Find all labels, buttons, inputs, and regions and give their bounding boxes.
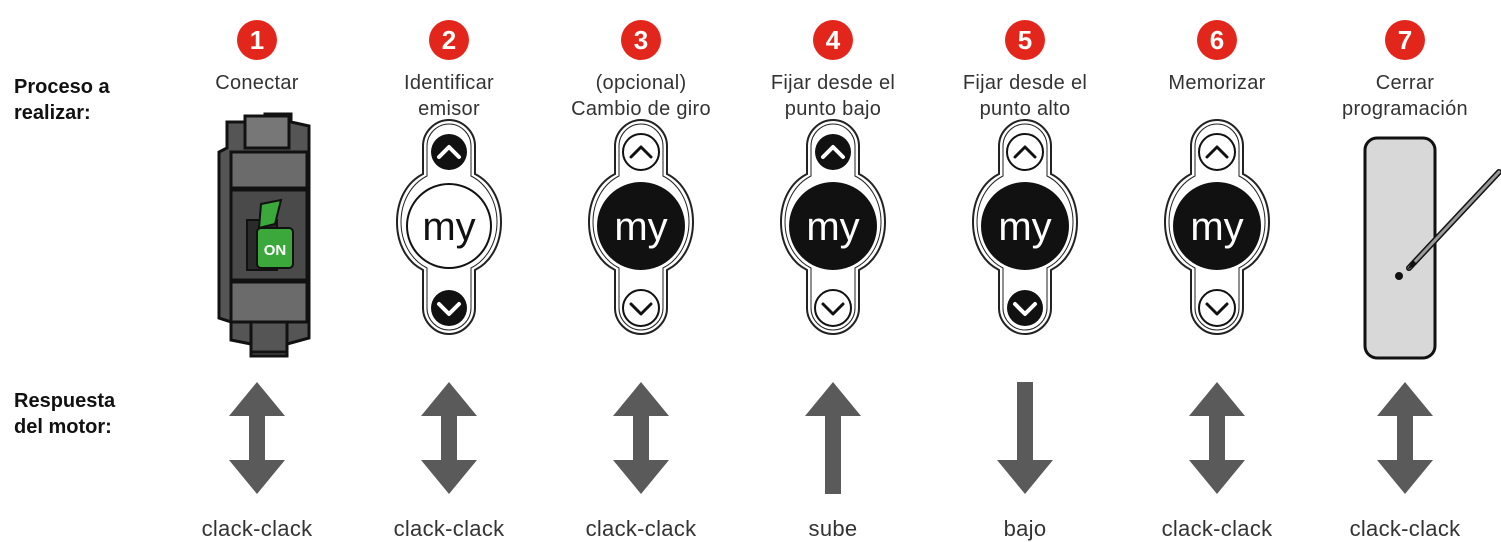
my-button-label: my (1190, 205, 1243, 249)
step-number-badge: 7 (1385, 20, 1425, 60)
step-number-badge: 4 (813, 20, 853, 60)
process-row-label: Proceso a realizar: (14, 74, 110, 126)
power-switch-icon: ON (161, 112, 353, 362)
up-down-arrow-icon (421, 382, 477, 494)
up-down-arrow-icon (1189, 382, 1245, 494)
up-down-arrow-icon (1377, 382, 1433, 494)
remote-control-icon: my (929, 112, 1121, 362)
my-button-label: my (806, 205, 859, 249)
response-row-label-line1: Respuesta (14, 390, 116, 412)
remote-control-icon: my (353, 112, 545, 362)
step-label-line1: Fijar desde el (770, 72, 896, 94)
step-5: 5 Fijar desde el punto alto my bajo (929, 0, 1121, 541)
response-row-label-line2: del motor: (14, 416, 112, 438)
my-button (406, 183, 492, 269)
step-label-line1: Memorizar (1168, 72, 1266, 94)
up-button (622, 133, 660, 171)
step-label: (opcional) Cambio de giro (545, 70, 737, 122)
step-label-line2: punto alto (979, 98, 1071, 120)
motor-response: clack-clack (201, 516, 313, 541)
my-button (789, 182, 877, 270)
down-button (431, 290, 467, 326)
step-3: 3 (opcional) Cambio de giro my clack-cla… (545, 0, 737, 541)
step-label: Fijar desde el punto bajo (737, 70, 929, 122)
my-button (981, 182, 1069, 270)
step-label-line1: Conectar (215, 72, 299, 94)
motor-response: bajo (1003, 516, 1047, 541)
up-arrow-icon (805, 382, 861, 494)
step-number-badge: 1 (237, 20, 277, 60)
switch-on-label: ON (264, 242, 287, 259)
step-1: 1 Conectar ON clack-clack (161, 0, 353, 541)
motor-response: clack-clack (393, 516, 505, 541)
step-6: 6 Memorizar my clack-clack (1121, 0, 1313, 541)
remote-back-pen-icon (1309, 112, 1501, 362)
up-button (1006, 133, 1044, 171)
step-label-line2: Cambio de giro (571, 98, 711, 120)
response-row-label: Respuesta del motor: (14, 388, 115, 440)
up-button (815, 134, 851, 170)
step-label-line2: emisor (418, 98, 480, 120)
down-arrow-icon (997, 382, 1053, 494)
step-2: 2 Identificar emisor my clack-clack (353, 0, 545, 541)
down-button (1198, 289, 1236, 327)
step-label: Identificar emisor (353, 70, 545, 122)
remote-control-icon: my (545, 112, 737, 362)
my-button (597, 182, 685, 270)
motor-response: clack-clack (1349, 516, 1461, 541)
step-label: Fijar desde el punto alto (929, 70, 1121, 122)
process-row-label-line2: realizar: (14, 102, 91, 124)
pen-icon (1407, 170, 1501, 270)
remote-control-icon: my (737, 112, 929, 362)
step-label: Memorizar (1121, 70, 1313, 96)
prog-button-dot (1395, 272, 1403, 280)
my-button-label: my (998, 205, 1051, 249)
my-button (1173, 182, 1261, 270)
remote-control-icon: my (1121, 112, 1313, 362)
step-4: 4 Fijar desde el punto bajo my sube (737, 0, 929, 541)
step-label-line2: programación (1342, 98, 1468, 120)
motor-response: clack-clack (1161, 516, 1273, 541)
motor-response: clack-clack (585, 516, 697, 541)
step-label-line1: Fijar desde el (962, 72, 1088, 94)
down-button (814, 289, 852, 327)
step-label: Conectar (161, 70, 353, 96)
my-button-label: my (614, 205, 667, 249)
up-button (431, 134, 467, 170)
down-button (1007, 290, 1043, 326)
my-button-label: my (422, 205, 475, 249)
motor-response: sube (808, 516, 858, 541)
remote-back-panel (1363, 136, 1437, 360)
up-down-arrow-icon (613, 382, 669, 494)
step-number-badge: 6 (1197, 20, 1237, 60)
up-button (1198, 133, 1236, 171)
step-7: 7 Cerrar programación clack-clack (1309, 0, 1501, 541)
step-label-line1: (opcional) (595, 72, 687, 94)
step-label: Cerrar programación (1309, 70, 1501, 122)
down-button (622, 289, 660, 327)
step-number-badge: 3 (621, 20, 661, 60)
step-label-line1: Identificar (403, 72, 494, 94)
step-label-line2: punto bajo (784, 98, 882, 120)
step-number-badge: 5 (1005, 20, 1045, 60)
process-row-label-line1: Proceso a (14, 76, 110, 98)
step-number-badge: 2 (429, 20, 469, 60)
up-down-arrow-icon (229, 382, 285, 494)
step-label-line1: Cerrar (1375, 72, 1435, 94)
